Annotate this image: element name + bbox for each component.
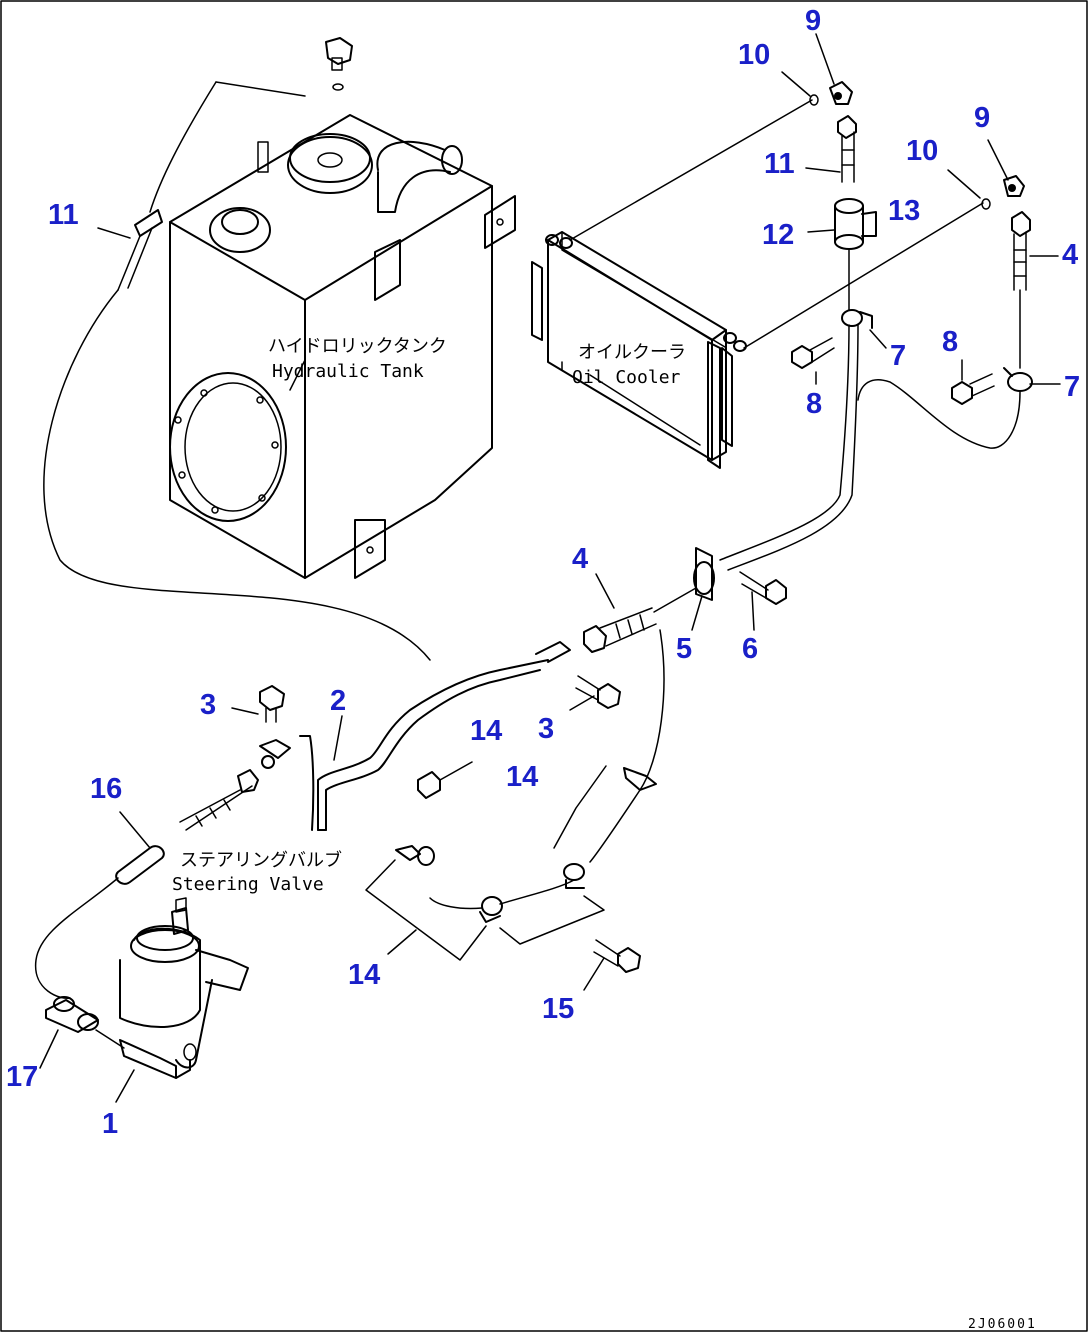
callout-9-upper: 9	[805, 5, 821, 37]
valve-label-jp: ステアリングバルブ	[180, 849, 342, 871]
clamp-tube-2	[259, 739, 291, 769]
callout-13: 13	[888, 195, 920, 227]
cooler-label-en: Oil Cooler	[572, 367, 681, 388]
tube-2	[299, 641, 571, 831]
callout-11-upper: 11	[764, 148, 795, 180]
bolt-3-right	[575, 675, 621, 709]
callout-14-b: 14	[506, 761, 538, 793]
o-ring-10-upper	[809, 94, 819, 106]
callout-7-upper: 7	[890, 340, 906, 372]
bolt-15	[593, 939, 641, 973]
elbow-fitting-top-left	[325, 37, 353, 91]
clamp-14-a	[417, 771, 441, 799]
leader-lines	[39, 33, 1061, 1103]
clamp-7-right	[1003, 367, 1033, 392]
valve-label-en: Steering Valve	[172, 874, 324, 895]
pipe-segment-2	[429, 897, 483, 910]
elbow-9-upper	[829, 81, 853, 105]
pipe-segment-1	[499, 879, 575, 905]
callout-3-right: 3	[538, 713, 554, 745]
callout-14-a: 14	[470, 715, 502, 747]
tank-label-en: Hydraulic Tank	[272, 361, 424, 382]
hydraulic-tank	[169, 114, 516, 579]
clamp-14-e	[479, 896, 503, 923]
callout-4-right: 4	[1062, 239, 1078, 271]
cooler-label-jp: オイルクーラ	[578, 342, 686, 363]
callout-6: 6	[742, 633, 758, 665]
tank-label-jp: ハイドロリックタンク	[268, 336, 447, 357]
bracket-outline-14	[365, 859, 605, 961]
steering-valve	[45, 897, 249, 1079]
callout-15: 15	[542, 993, 574, 1025]
callout-10-right: 10	[906, 135, 938, 167]
bolt-3-left	[259, 685, 285, 723]
hose-line-cooler-mid	[743, 202, 984, 349]
callout-8-upper: 8	[806, 388, 822, 420]
clamp-14-d	[563, 863, 585, 889]
hose-main-center	[719, 324, 850, 561]
callout-5: 5	[676, 633, 692, 665]
bolt-8-upper	[791, 337, 835, 369]
clamp-14-c	[395, 845, 435, 866]
hose-4-center	[583, 587, 697, 653]
callout-10-upper: 10	[738, 39, 770, 71]
leader-14-b	[553, 765, 607, 849]
part-12-filter	[834, 198, 877, 311]
oil-cooler	[531, 231, 747, 469]
pipe-loop-center	[589, 629, 665, 863]
elbow-9-right	[1003, 175, 1025, 197]
bolt-8-right	[951, 373, 995, 405]
callout-11-left: 11	[48, 199, 79, 231]
hose-11-left	[43, 81, 431, 661]
clamp-14-b	[623, 767, 657, 791]
hose-4-right	[1011, 211, 1031, 369]
callout-17: 17	[6, 1061, 38, 1093]
hose-main-center-2	[727, 324, 859, 571]
callout-3-left: 3	[200, 689, 216, 721]
bolt-6	[739, 571, 787, 605]
bracket-5	[693, 547, 715, 601]
callout-8-right: 8	[942, 326, 958, 358]
drawing-number: 2J06001	[968, 1317, 1037, 1332]
callout-9-right: 9	[974, 102, 990, 134]
callout-1: 1	[102, 1108, 118, 1140]
hose-16	[35, 769, 259, 999]
hose-right-loop	[857, 379, 1021, 449]
hose-line-cooler-top	[569, 99, 813, 241]
callout-4-center: 4	[572, 543, 588, 575]
callout-12: 12	[762, 219, 794, 251]
callout-14-c: 14	[348, 959, 380, 991]
callout-7-right: 7	[1064, 371, 1080, 403]
clamp-7-upper	[841, 309, 873, 329]
hose-11-upper	[837, 115, 857, 183]
callout-16: 16	[90, 773, 122, 805]
o-ring-10-right	[981, 198, 991, 210]
callout-2: 2	[330, 685, 346, 717]
